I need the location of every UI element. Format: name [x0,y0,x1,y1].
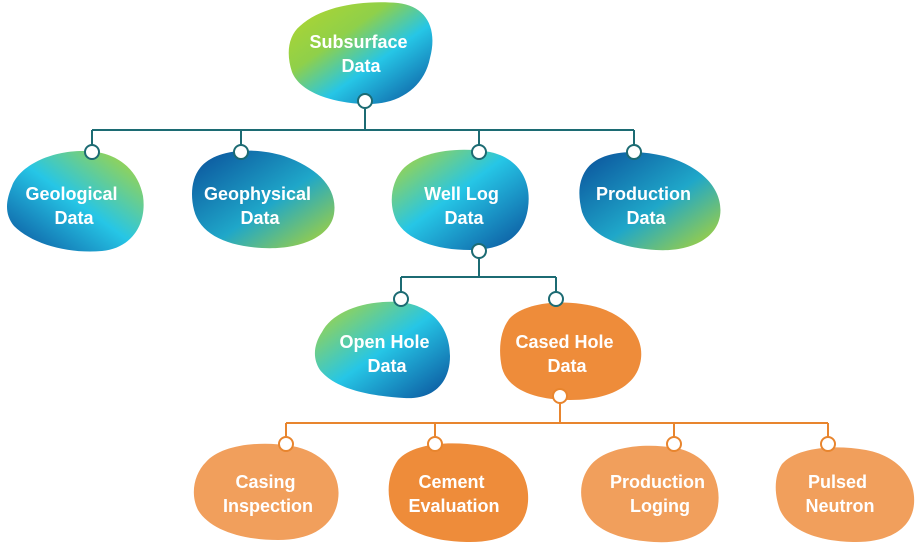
node-blob [193,443,339,540]
node-subsurface-data: Subsurface Data [288,2,433,105]
node-cased-hole-data: Cased Hole Data [500,302,642,400]
node-label: Production Data [596,184,696,228]
node-geophysical-data: Geophysical Data [192,150,335,249]
node-blob [288,2,433,105]
node-blob [388,443,529,542]
node-production-loging: Production Loging [581,445,719,543]
node-blob [581,445,719,543]
node-cement-evaluation: Cement Evaluation [388,443,529,542]
node-blob [579,152,721,251]
node-blob [391,149,529,250]
node-blob [775,447,915,542]
node-label: Subsurface Data [309,32,412,76]
node-label: Well Log Data [424,184,504,228]
node-geological-data: Geological Data [7,150,144,252]
teal-connectors [91,109,635,292]
node-well-log-data: Well Log Data [391,149,529,250]
node-blob [7,150,144,252]
node-label: Casing Inspection [223,472,313,516]
node-label: Cement Evaluation [408,472,499,516]
node-label: Geological Data [25,184,122,228]
node-blob [500,302,642,400]
node-label: Geophysical Data [204,184,316,228]
node-production-data: Production Data [579,152,721,251]
node-pulsed-neutron: Pulsed Neutron [775,447,915,542]
node-label: Pulsed Neutron [806,472,875,516]
node-label: Production Loging [610,472,710,516]
teal-connector-nodes [84,93,642,307]
node-blob [314,301,450,399]
node-label: Cased Hole Data [515,332,618,376]
orange-connectors [285,403,829,437]
node-label: Open Hole Data [339,332,434,376]
orange-connector-nodes [278,388,836,452]
node-casing-inspection: Casing Inspection [193,443,339,540]
node-blob [192,150,335,249]
node-open-hole-data: Open Hole Data [314,301,450,399]
